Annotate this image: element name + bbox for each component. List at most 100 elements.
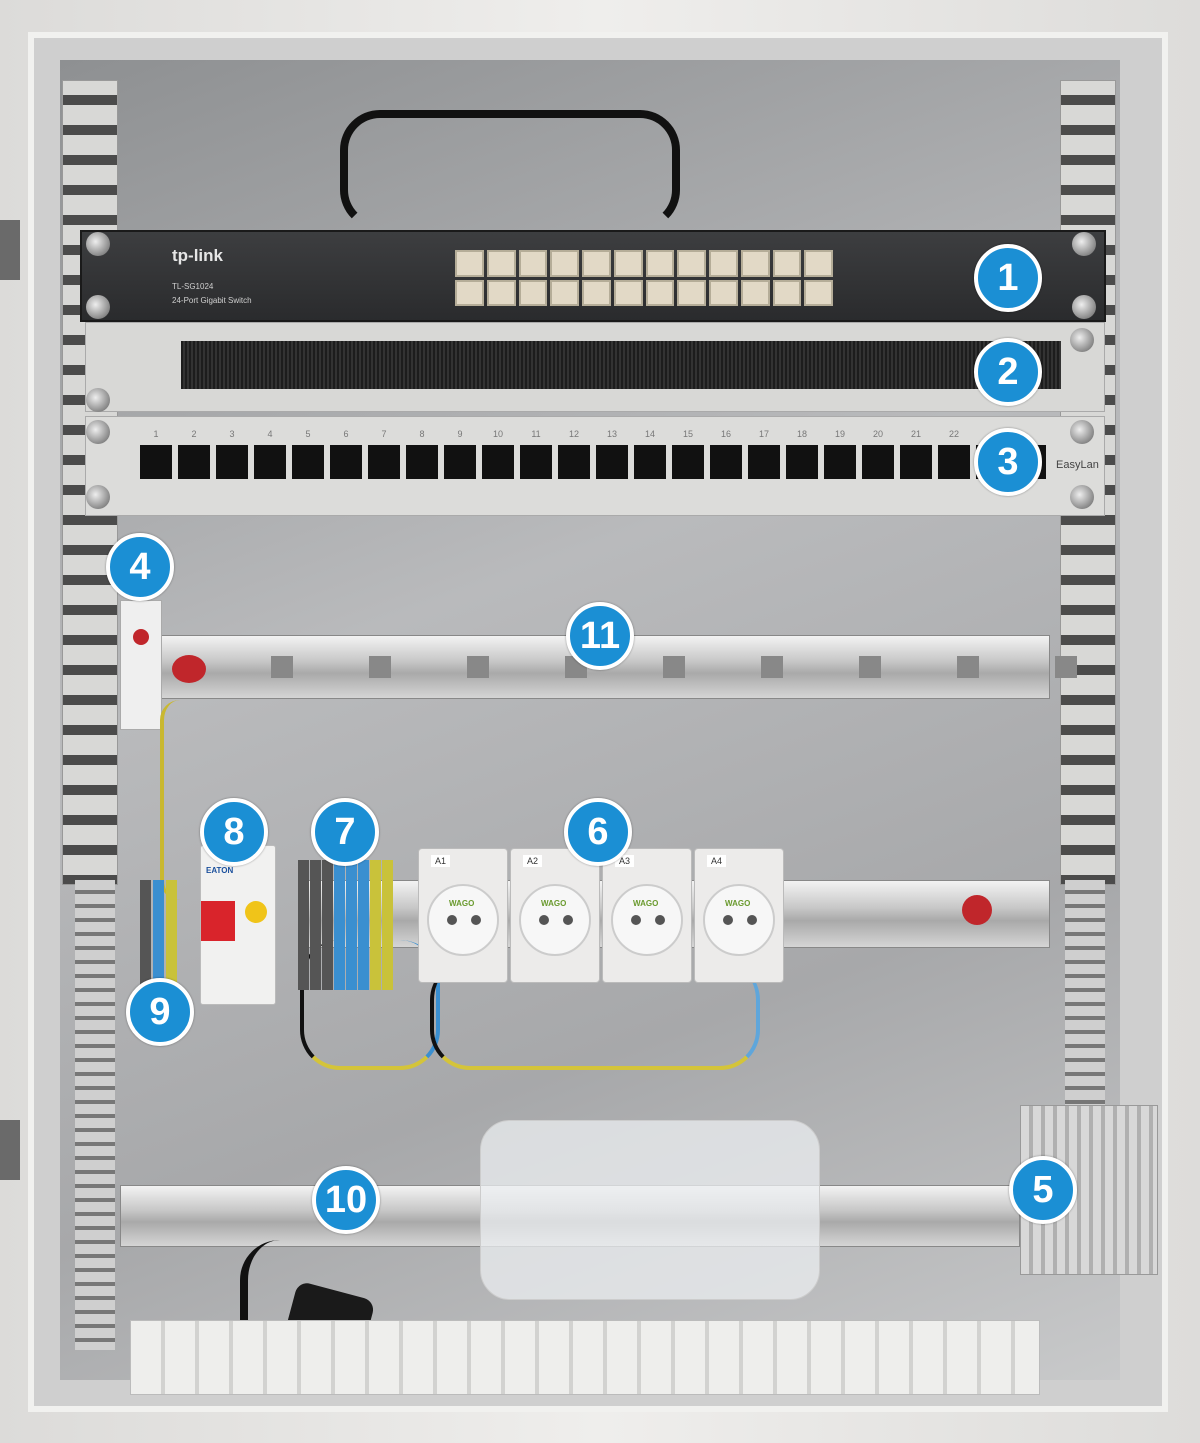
- screw: [1072, 232, 1096, 256]
- screw: [1072, 295, 1096, 319]
- terminal: [370, 860, 381, 990]
- callout-7: 7: [311, 798, 379, 866]
- patch-port: [900, 445, 932, 479]
- screw: [86, 388, 110, 412]
- socket-pin-hole: [563, 915, 573, 925]
- wires: [300, 940, 440, 1070]
- patch-port-number: 8: [419, 429, 425, 439]
- patch-port: [292, 445, 324, 479]
- vertical-din-rail-left: [75, 880, 115, 1350]
- terminal: [382, 860, 393, 990]
- din-rail-slot: [369, 656, 391, 678]
- patch-port-number: 17: [758, 429, 769, 439]
- patch-port-number: 1: [153, 429, 159, 439]
- callout-6: 6: [564, 798, 632, 866]
- terminal: [322, 860, 333, 990]
- screw: [86, 232, 110, 256]
- patch-panel-brand: EasyLan: [1056, 459, 1099, 471]
- patch-port: [482, 445, 514, 479]
- switch-port: [550, 250, 579, 277]
- switch-model: TL-SG1024: [172, 282, 214, 291]
- patch-port-number: 10: [492, 429, 503, 439]
- callout-8: 8: [200, 798, 268, 866]
- socket-pin-hole: [747, 915, 757, 925]
- switch-port: [518, 279, 548, 306]
- patch-port: [520, 445, 552, 479]
- patch-port-number: 5: [305, 429, 311, 439]
- socket-brand: WAGO: [541, 899, 567, 908]
- switch-port: [804, 250, 833, 277]
- terminal: [310, 860, 321, 990]
- patch-port: [786, 445, 818, 479]
- din-rail-slot: [859, 656, 881, 678]
- terminal: [346, 860, 357, 990]
- patch-port-number: 16: [720, 429, 731, 439]
- switch-port: [455, 250, 484, 277]
- socket-pin-hole: [539, 915, 549, 925]
- switch-port: [677, 279, 706, 306]
- screw: [1070, 328, 1094, 352]
- switch-port: [518, 250, 548, 277]
- switch-port: [740, 250, 770, 277]
- patch-port: [406, 445, 438, 479]
- patch-port-number: 15: [682, 429, 693, 439]
- callout-2: 2: [974, 338, 1042, 406]
- patch-port-number: 11: [531, 429, 541, 439]
- patch-port: [710, 445, 742, 479]
- patch-port-number: 9: [457, 429, 463, 439]
- patch-port-number: 20: [872, 429, 883, 439]
- switch-ports: [455, 250, 833, 306]
- door-hinge: [0, 220, 20, 280]
- patch-port: [140, 445, 172, 479]
- socket-pin-hole: [655, 915, 665, 925]
- callout-3: 3: [974, 428, 1042, 496]
- switch-port: [740, 279, 770, 306]
- switch-port: [645, 279, 675, 306]
- breaker-brand: EATON: [206, 866, 234, 875]
- terminal: [153, 880, 164, 1010]
- callout-9: 9: [126, 978, 194, 1046]
- terminal: [358, 860, 369, 990]
- rcbo-breaker: EATON: [200, 845, 276, 1005]
- thermostat: [120, 600, 162, 730]
- din-rail-slot: [957, 656, 979, 678]
- callout-11: 11: [566, 602, 634, 670]
- patch-port-number: 3: [229, 429, 235, 439]
- socket-brand: WAGO: [633, 899, 659, 908]
- switch-port: [677, 250, 706, 277]
- callout-5: 5: [1009, 1156, 1077, 1224]
- terminal-block-7: [298, 860, 398, 990]
- patch-port: [254, 445, 286, 479]
- switch-description: 24-Port Gigabit Switch: [172, 296, 252, 305]
- patch-port: [368, 445, 400, 479]
- socket-pin-hole: [723, 915, 733, 925]
- patch-port: [596, 445, 628, 479]
- patch-port-number: 2: [191, 429, 197, 439]
- end-stop: [172, 655, 206, 683]
- switch-brand: tp-link: [172, 246, 223, 265]
- socket-face: [611, 884, 683, 956]
- cable: [340, 110, 680, 230]
- vertical-din-rail-right: [1065, 880, 1105, 1130]
- terminal-block-9: [140, 880, 188, 1010]
- screw: [1070, 485, 1094, 509]
- switch-port: [486, 250, 516, 277]
- patch-port: [444, 445, 476, 479]
- switch-port: [582, 279, 611, 306]
- switch-port: [613, 279, 643, 306]
- switch-port: [582, 250, 611, 277]
- door-hinge: [0, 1120, 20, 1180]
- din-rail-slot: [761, 656, 783, 678]
- socket-pin-hole: [471, 915, 481, 925]
- patch-port: [178, 445, 210, 479]
- switch-port: [613, 250, 643, 277]
- callout-10: 10: [312, 1166, 380, 1234]
- patch-port-number: 18: [796, 429, 807, 439]
- patch-port: [862, 445, 894, 479]
- patch-port: [748, 445, 780, 479]
